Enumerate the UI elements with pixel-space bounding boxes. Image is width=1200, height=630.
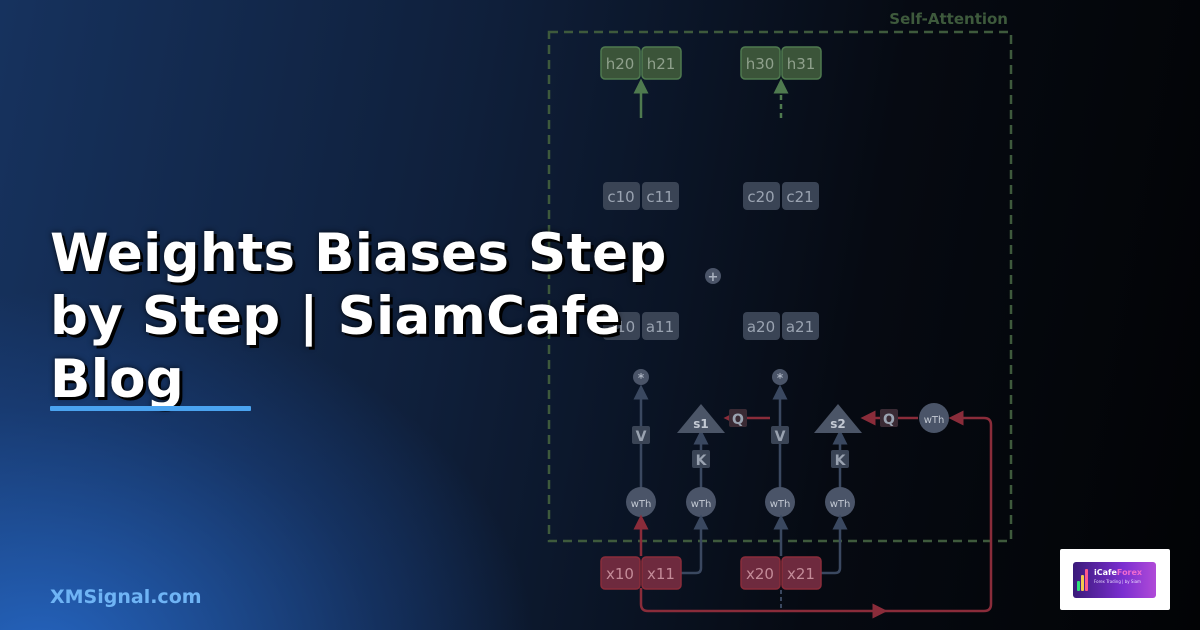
- value-tag-2: [771, 426, 789, 444]
- key-tag-2: [831, 450, 849, 468]
- query-tag-1: [729, 409, 747, 427]
- weight-label: wTh: [830, 499, 851, 510]
- multiply-node-2: [772, 369, 788, 385]
- hidden-output-label: h31: [787, 55, 816, 73]
- input-arrow-2: [681, 514, 709, 575]
- key-tag-label: K: [835, 453, 847, 469]
- context-group-1: c10 c11: [603, 182, 679, 210]
- key-tag-label: K: [696, 453, 708, 469]
- weight-node: wTh: [765, 487, 795, 517]
- weight-node: wTh: [825, 487, 855, 517]
- score-node-2: [814, 404, 862, 433]
- multiply-node-1: [633, 369, 649, 385]
- weight-node: wTh: [686, 487, 716, 517]
- logo-badge: iCafeForex Forex Trading | by Siam: [1073, 562, 1156, 598]
- weight-label: wTh: [691, 499, 712, 510]
- weight-node: wTh: [626, 487, 656, 517]
- loop-arrow-right: [880, 410, 993, 613]
- attention-label: a11: [646, 318, 674, 336]
- score-node-1: [677, 404, 725, 433]
- input-label: x20: [746, 565, 774, 583]
- title-underline: [50, 406, 251, 411]
- score-label: s1: [693, 417, 709, 431]
- multiply-symbol: *: [638, 371, 645, 385]
- logo-brand-main: iCafe: [1094, 568, 1117, 577]
- hidden-output-group-1: h20 h21: [600, 46, 682, 80]
- loop-arrow-bottom: [639, 588, 888, 619]
- weight-label: wTh: [770, 499, 791, 510]
- hidden-output-label: h21: [647, 55, 676, 73]
- attention-group-1: a10 a11: [603, 312, 679, 340]
- value-tag-label: V: [775, 429, 786, 445]
- attention-label: a10: [607, 318, 635, 336]
- context-group-2: c20 c21: [743, 182, 819, 210]
- attention-label: a20: [747, 318, 775, 336]
- logo-tagline: Forex Trading | by Siam: [1094, 579, 1141, 584]
- score-label: s2: [830, 417, 846, 431]
- icafeforex-logo: iCafeForex Forex Trading | by Siam: [1060, 549, 1170, 610]
- plus-symbol: +: [708, 270, 719, 285]
- multiply-symbol: *: [777, 371, 784, 385]
- value-tag-1: [632, 426, 650, 444]
- logo-brand: iCafeForex: [1094, 568, 1142, 577]
- value-tag-label: V: [636, 429, 647, 445]
- context-label: c21: [786, 188, 813, 206]
- query-tag-label: Q: [883, 412, 895, 428]
- frame-label: Self-Attention: [889, 10, 1008, 28]
- context-label: c11: [646, 188, 673, 206]
- input-arrow-4: [821, 514, 848, 575]
- hidden-output-group-2: h30 h31: [740, 46, 822, 80]
- attention-label: a21: [786, 318, 814, 336]
- plus-node: [705, 268, 721, 284]
- weight-label: wTh: [924, 415, 945, 426]
- input-label: x21: [787, 565, 815, 583]
- hidden-output-label: h20: [606, 55, 635, 73]
- input-group-1: x10 x11: [600, 556, 682, 590]
- site-name: XMSignal.com: [50, 586, 202, 608]
- hidden-output-label: h30: [746, 55, 775, 73]
- attention-group-2: a20 a21: [743, 312, 819, 340]
- chart-bars-icon: [1077, 569, 1091, 591]
- input-label: x11: [647, 565, 675, 583]
- input-label: x10: [606, 565, 634, 583]
- weight-node-query: wTh: [919, 403, 949, 433]
- key-tag-1: [692, 450, 710, 468]
- logo-brand-accent: Forex: [1116, 568, 1143, 577]
- context-label: c10: [607, 188, 634, 206]
- input-group-2: x20 x21: [740, 556, 822, 590]
- query-tag-label: Q: [732, 412, 744, 428]
- query-tag-2: [880, 409, 898, 427]
- weight-label: wTh: [631, 499, 652, 510]
- post-title: Weights Biases Step by Step | SiamCafe B…: [50, 223, 667, 410]
- context-label: c20: [747, 188, 774, 206]
